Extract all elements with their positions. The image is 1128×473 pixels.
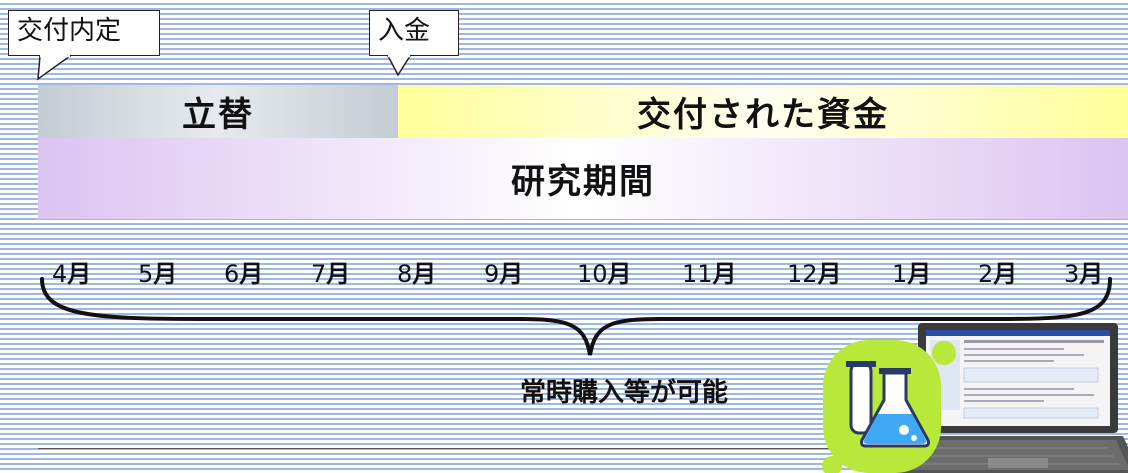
bar-advance-payment-label: 立替 xyxy=(182,95,254,135)
caption-anytime-purchase: 常時購入等が可能 xyxy=(520,378,729,408)
callout-funding-decision: 交付内定 xyxy=(8,10,160,56)
month-label: 12月 xyxy=(787,260,842,288)
bar-advance-payment: 立替 xyxy=(38,85,398,138)
curly-brace xyxy=(40,277,1112,356)
month-label: 9月 xyxy=(484,260,524,288)
bar-research-period-label: 研究期間 xyxy=(511,162,655,202)
flask-icon xyxy=(822,340,956,473)
callout-pointers xyxy=(37,54,412,81)
month-axis: 4月 5月 6月 7月 8月 9月 10月 11月 12月 1月 2月 3月 xyxy=(0,254,1128,288)
month-label: 11月 xyxy=(682,260,737,288)
bar-granted-funds: 交付された資金 xyxy=(398,85,1128,138)
callout-pointer-nyukin xyxy=(386,55,412,77)
bar-research-period: 研究期間 xyxy=(38,138,1128,219)
laptop-with-flask-icon xyxy=(822,323,1128,473)
month-label: 2月 xyxy=(978,260,1018,288)
divider xyxy=(38,448,838,449)
callout-pointer-naitei xyxy=(37,55,73,81)
month-label: 8月 xyxy=(397,260,437,288)
month-label: 5月 xyxy=(138,260,178,288)
month-label: 3月 xyxy=(1064,260,1104,288)
month-label: 6月 xyxy=(224,260,264,288)
month-label: 1月 xyxy=(892,260,932,288)
callout-deposit: 入金 xyxy=(369,10,459,56)
month-label: 7月 xyxy=(311,260,351,288)
month-label: 10月 xyxy=(577,260,632,288)
bar-granted-funds-label: 交付された資金 xyxy=(637,95,889,135)
month-label: 4月 xyxy=(52,260,92,288)
